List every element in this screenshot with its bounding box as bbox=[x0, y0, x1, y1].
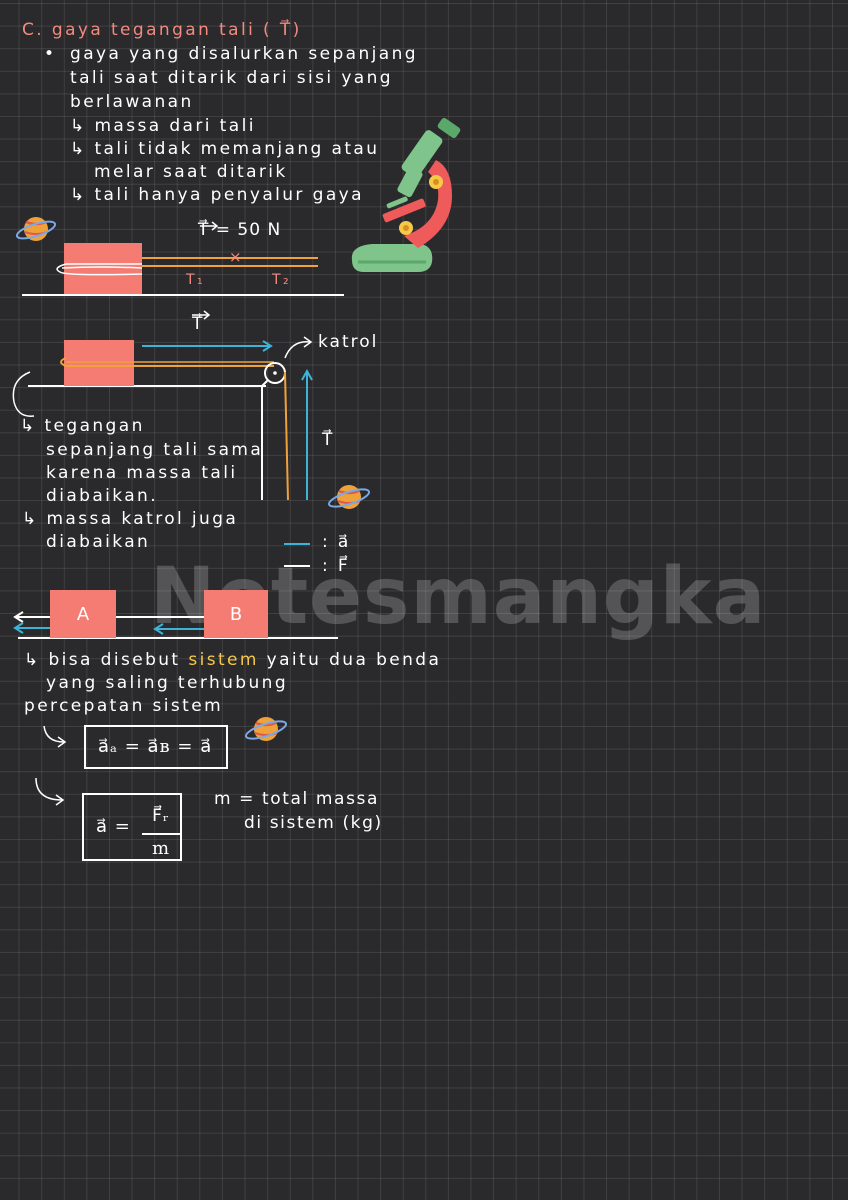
tension-50n-label: T⃗ = 50 N bbox=[198, 220, 282, 240]
planet-icon bbox=[244, 717, 288, 741]
block-a: A bbox=[50, 590, 116, 638]
definition-bullet: • bbox=[44, 44, 57, 64]
formula-equal-accelerations: a⃗ₐ = a⃗ʙ = a⃗ bbox=[98, 736, 213, 757]
cut-mark: × bbox=[229, 248, 244, 266]
block-2 bbox=[64, 340, 134, 386]
note-line-6: diabaikan bbox=[46, 532, 151, 552]
note-line-5: ↳ massa katrol juga bbox=[22, 509, 239, 529]
t2-label: T₂ bbox=[272, 272, 291, 288]
block-b: B bbox=[204, 590, 268, 638]
formula-a-lhs: a⃗ = bbox=[96, 816, 131, 837]
formula-denominator: m bbox=[151, 838, 171, 859]
note-line-3: karena massa tali bbox=[46, 463, 238, 483]
system-line-1: ↳ bisa disebut sistem yaitu dua benda bbox=[24, 650, 441, 670]
note-line-1: ↳ tegangan bbox=[20, 416, 145, 436]
system-highlight: sistem bbox=[188, 650, 259, 670]
diagram2-t-side: T⃗ bbox=[322, 430, 335, 450]
t1-label: T₁ bbox=[186, 272, 205, 288]
legend-force: : F⃗ bbox=[322, 556, 351, 576]
planet-icon bbox=[327, 485, 371, 509]
section-heading: C. gaya tegangan tali ( T⃗) bbox=[22, 20, 302, 40]
definition-sub-1: ↳ massa dari tali bbox=[70, 116, 256, 136]
system-line-1-post: yaitu dua benda bbox=[258, 650, 442, 670]
system-line-1-pre: ↳ bisa disebut bbox=[24, 650, 189, 670]
note-line-4: diabaikan. bbox=[46, 486, 159, 506]
acceleration-label: percepatan sistem bbox=[24, 696, 224, 716]
definition-line-1: gaya yang disalurkan sepanjang bbox=[70, 44, 418, 64]
legend-acceleration: : a⃗ bbox=[322, 532, 351, 552]
planet-icon bbox=[15, 217, 57, 241]
definition-sub-2a: ↳ tali tidak memanjang atau bbox=[70, 139, 380, 159]
formula-numerator: F⃗ᵣ bbox=[152, 806, 170, 826]
system-line-2: yang saling terhubung bbox=[46, 673, 289, 693]
formula-box-1 bbox=[84, 725, 228, 769]
mass-note-1: m = total massa bbox=[214, 789, 379, 809]
definition-sub-2b: melar saat ditarik bbox=[94, 162, 288, 182]
formula-box-2 bbox=[82, 793, 182, 861]
definition-line-2: tali saat ditarik dari sisi yang bbox=[70, 68, 393, 88]
mass-note-2: di sistem (kg) bbox=[244, 813, 383, 833]
block-1 bbox=[64, 243, 142, 294]
definition-sub-3: ↳ tali hanya penyalur gaya bbox=[70, 185, 364, 205]
diagram2-t-top: T⃗ bbox=[192, 314, 205, 334]
definition-line-3: berlawanan bbox=[70, 92, 194, 112]
katrol-label: katrol bbox=[318, 332, 379, 352]
curved-arrow-icon bbox=[284, 341, 311, 359]
note-line-2: sepanjang tali sama bbox=[46, 440, 264, 460]
